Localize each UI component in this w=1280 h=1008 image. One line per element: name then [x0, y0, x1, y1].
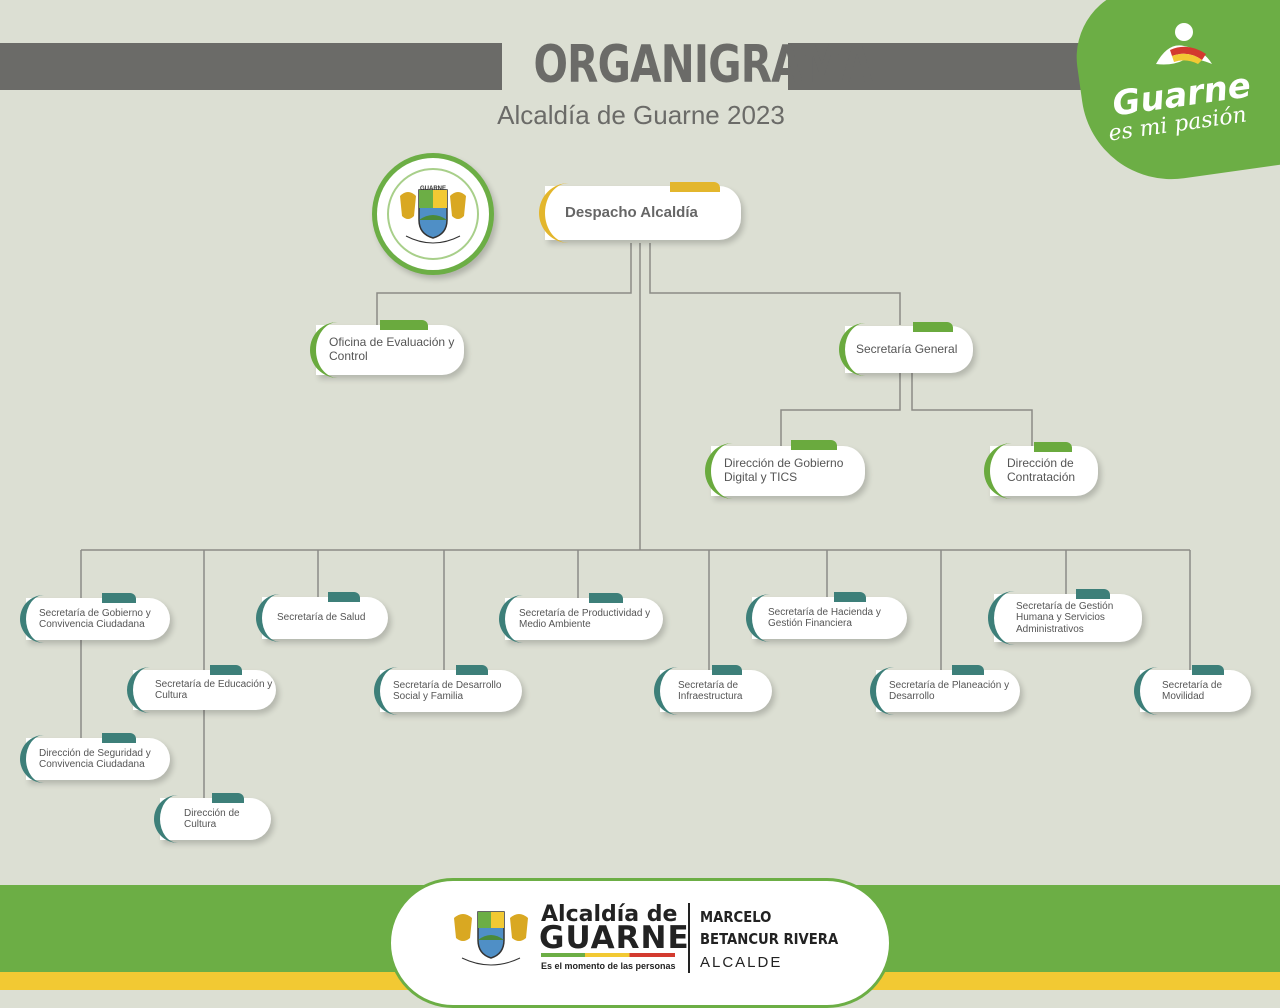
node-label: Dirección de Seguridad y Convivencia Ciu…	[39, 747, 151, 771]
node-label: Despacho Alcaldía	[565, 204, 698, 222]
seal-label: GUARNE	[419, 186, 446, 192]
footer-separator	[688, 903, 690, 973]
node-tab	[212, 793, 244, 803]
node-sec-productividad[interactable]: Secretaría de Productividad y Medio Ambi…	[499, 593, 663, 643]
node-tab	[210, 665, 242, 675]
footer-line2: GUARNE	[539, 920, 690, 956]
node-secretaria-general[interactable]: Secretaría General	[839, 322, 973, 376]
footer-slogan: Es el momento de las personas	[541, 961, 676, 971]
node-label: Oficina de Evaluación y Control	[329, 335, 455, 363]
node-tab	[952, 665, 984, 675]
node-label: Secretaría de Productividad y Medio Ambi…	[519, 607, 651, 631]
node-despacho-alcaldia[interactable]: Despacho Alcaldía	[539, 182, 741, 243]
node-tab	[380, 320, 428, 330]
footer-color-stripe	[541, 953, 675, 957]
title-gap	[502, 38, 788, 95]
node-sec-desarrollo-social[interactable]: Secretaría de Desarrollo Social y Famili…	[374, 665, 522, 715]
node-label: Secretaría de Gestión Humana y Servicios…	[1016, 600, 1114, 635]
footer-coat-of-arms-icon	[454, 911, 528, 966]
brand-logo-icon	[1156, 23, 1212, 65]
node-tab	[102, 733, 136, 743]
seal-inner-ring	[387, 168, 479, 260]
node-label: Secretaría de Hacienda y Gestión Financi…	[768, 606, 881, 630]
node-label: Dirección de Gobierno Digital y TICS	[724, 456, 844, 484]
node-tab	[913, 322, 953, 332]
page-subtitle: Alcaldía de Guarne 2023	[497, 100, 785, 130]
node-tab	[1034, 442, 1072, 452]
node-sec-educacion[interactable]: Secretaría de Educación y Cultura	[127, 665, 276, 713]
node-sec-planeacion[interactable]: Secretaría de Planeación y Desarrollo	[870, 665, 1020, 715]
footer-mayor-first-name: MARCELO	[700, 908, 772, 926]
node-sec-hacienda[interactable]: Secretaría de Hacienda y Gestión Financi…	[746, 592, 907, 642]
node-label: Secretaría de Gobierno y Convivencia Ciu…	[39, 607, 151, 631]
node-label: Secretaría de Educación y Cultura	[155, 678, 273, 702]
footer-mayor-last-name: BETANCUR RIVERA	[700, 930, 839, 948]
coat-of-arms-icon	[400, 189, 466, 244]
node-label: Secretaría de Desarrollo Social y Famili…	[393, 679, 502, 703]
municipal-seal: GUARNE	[372, 153, 494, 275]
node-label: Dirección de Cultura	[184, 807, 240, 831]
node-tab	[589, 593, 623, 603]
node-label: Dirección de Contratación	[1007, 456, 1076, 484]
node-tab	[1076, 589, 1110, 599]
node-dir-seguridad[interactable]: Dirección de Seguridad y Convivencia Ciu…	[20, 733, 170, 783]
node-tab	[1192, 665, 1224, 675]
node-label: Secretaría de Movilidad	[1162, 679, 1223, 703]
footer-mayor-role: ALCALDE	[700, 954, 783, 971]
node-label: Secretaría de Planeación y Desarrollo	[889, 679, 1010, 703]
footer-line1: Alcaldía de	[541, 902, 678, 927]
node-sec-infraestructura[interactable]: Secretaría de Infraestructura	[654, 665, 772, 715]
node-sec-salud[interactable]: Secretaría de Salud	[256, 592, 388, 642]
node-tab	[712, 665, 742, 675]
node-sec-movilidad[interactable]: Secretaría de Movilidad	[1134, 665, 1251, 715]
node-tab	[670, 182, 720, 192]
node-tab	[102, 593, 136, 603]
node-direccion-contratacion[interactable]: Dirección de Contratación	[984, 442, 1098, 499]
node-tab	[834, 592, 866, 602]
title-bar-left	[0, 43, 502, 90]
node-oficina-evaluacion[interactable]: Oficina de Evaluación y Control	[310, 320, 464, 378]
node-tab	[328, 592, 360, 602]
node-sec-gobierno[interactable]: Secretaría de Gobierno y Convivencia Ciu…	[20, 593, 170, 643]
node-tab	[791, 440, 837, 450]
node-label: Secretaría General	[856, 341, 958, 356]
title-bar-right	[788, 43, 1088, 90]
node-dir-cultura[interactable]: Dirección de Cultura	[154, 793, 271, 843]
node-tab	[456, 665, 488, 675]
node-label: Secretaría de Infraestructura	[678, 679, 743, 703]
node-label: Secretaría de Salud	[277, 612, 366, 624]
node-sec-gestion-humana[interactable]: Secretaría de Gestión Humana y Servicios…	[988, 589, 1142, 645]
node-direccion-gobierno-digital[interactable]: Dirección de Gobierno Digital y TICS	[705, 440, 865, 499]
